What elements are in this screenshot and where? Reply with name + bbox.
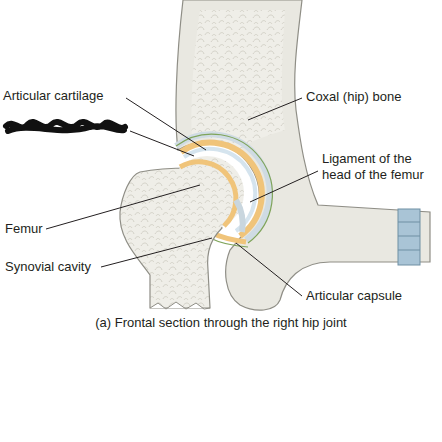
- part-label: Femur: [5, 221, 43, 237]
- part-label: Coxal (hip) bone: [306, 89, 401, 105]
- femoral-head: [170, 156, 244, 230]
- redaction-scribble: [6, 122, 125, 131]
- coxal-spongy: [191, 10, 285, 150]
- part-label: Articular cartilage: [3, 88, 103, 104]
- part-label: Articular capsule: [306, 288, 402, 304]
- pubic-band: [398, 209, 420, 265]
- figure-caption: (a) Frontal section through the right hi…: [0, 315, 442, 331]
- ligament-of-head: [236, 200, 243, 232]
- part-label: Ligament of the head of the femur: [322, 151, 434, 183]
- part-label: Synovial cavity: [5, 259, 91, 275]
